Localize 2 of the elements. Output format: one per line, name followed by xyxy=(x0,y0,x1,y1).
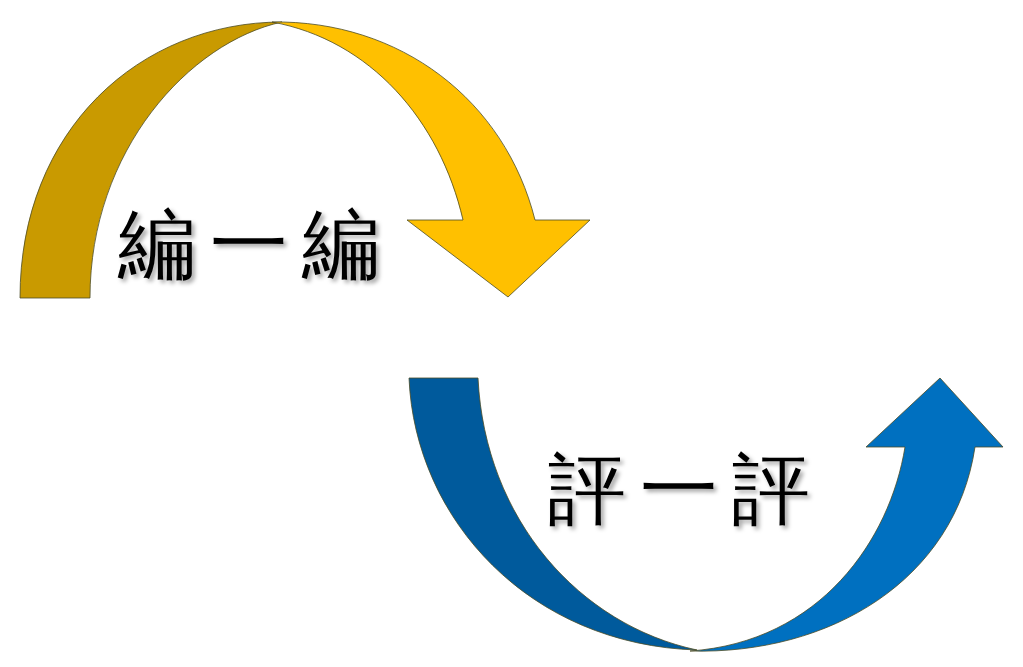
label-text: 評一評 xyxy=(548,450,824,528)
label-text: 編一編 xyxy=(118,205,394,283)
